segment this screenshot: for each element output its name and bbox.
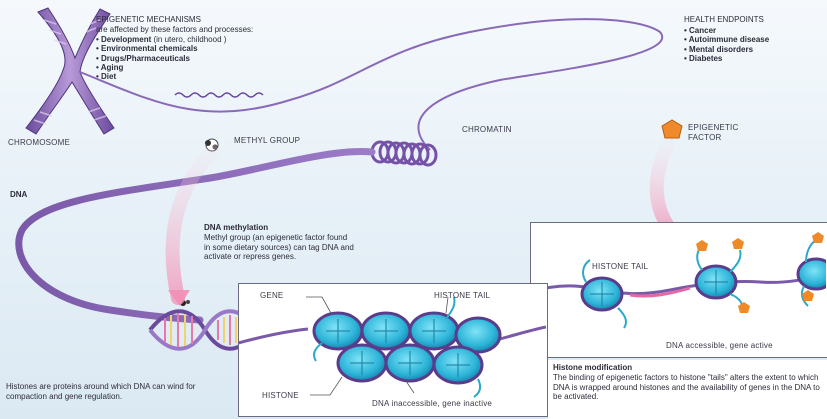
- health-endpoints-heading: HEALTH ENDPOINTS: [684, 15, 764, 25]
- chromosome-label: CHROMOSOME: [8, 138, 70, 148]
- histone-cluster: [314, 313, 500, 383]
- epigenetic-factor-icon: [662, 120, 682, 138]
- gene-label: GENE: [260, 291, 283, 301]
- mechanism-item: Drugs/Pharmaceuticals: [96, 54, 226, 63]
- dna-methylation-title: DNA methylation: [204, 223, 268, 233]
- chromatin-wave: [175, 93, 263, 97]
- mechanism-item: Aging: [96, 63, 226, 72]
- mechanisms-heading: EPIGENETIC MECHANISMS: [96, 15, 201, 25]
- histone-tail-label-middle: HISTONE TAIL: [434, 291, 490, 301]
- health-endpoint-item: Cancer: [684, 26, 769, 35]
- health-endpoint-item: Mental disorders: [684, 45, 769, 54]
- histone-tail-label-right: HISTONE TAIL: [592, 262, 648, 272]
- chromatin-label: CHROMATIN: [462, 125, 512, 135]
- histone-accessible-3: [798, 259, 826, 289]
- dna-methylation-body: Methyl group (an epigenetic factor found…: [204, 233, 354, 262]
- histone-label: HISTONE: [262, 391, 299, 401]
- health-endpoints-list: Cancer Autoimmune disease Mental disorde…: [684, 26, 769, 63]
- dna-label: DNA: [10, 190, 27, 200]
- gene-inactive-caption: DNA inaccessible, gene inactive: [372, 399, 492, 409]
- mechanisms-subheading: are affected by these factors and proces…: [96, 25, 253, 35]
- mechanism-item: Environmental chemicals: [96, 44, 226, 53]
- mechanism-item: Development (in utero, childhood ): [96, 35, 226, 44]
- health-endpoint-item: Autoimmune disease: [684, 35, 769, 44]
- health-endpoint-item: Diabetes: [684, 54, 769, 63]
- gene-active-caption: DNA accessible, gene active: [666, 341, 773, 351]
- epigenetic-factor-arrow: [657, 145, 672, 232]
- histone-modification-body: The binding of epigenetic factors to his…: [553, 373, 823, 402]
- histone-modification-title: Histone modification: [553, 363, 632, 373]
- epigenetic-factor-label: EPIGENETIC FACTOR: [688, 123, 748, 142]
- chromatin-coil: [372, 142, 436, 165]
- mechanisms-list: Development (in utero, childhood ) Envir…: [96, 35, 226, 81]
- methyl-group-label: METHYL GROUP: [234, 136, 300, 146]
- histone-modification-box: Histone modification The binding of epig…: [548, 360, 827, 419]
- histone-accessible-1: [582, 278, 622, 310]
- mechanism-item: Diet: [96, 72, 226, 81]
- histones-note: Histones are proteins around which DNA c…: [6, 382, 236, 401]
- accessible-chromatin-art: [530, 222, 826, 356]
